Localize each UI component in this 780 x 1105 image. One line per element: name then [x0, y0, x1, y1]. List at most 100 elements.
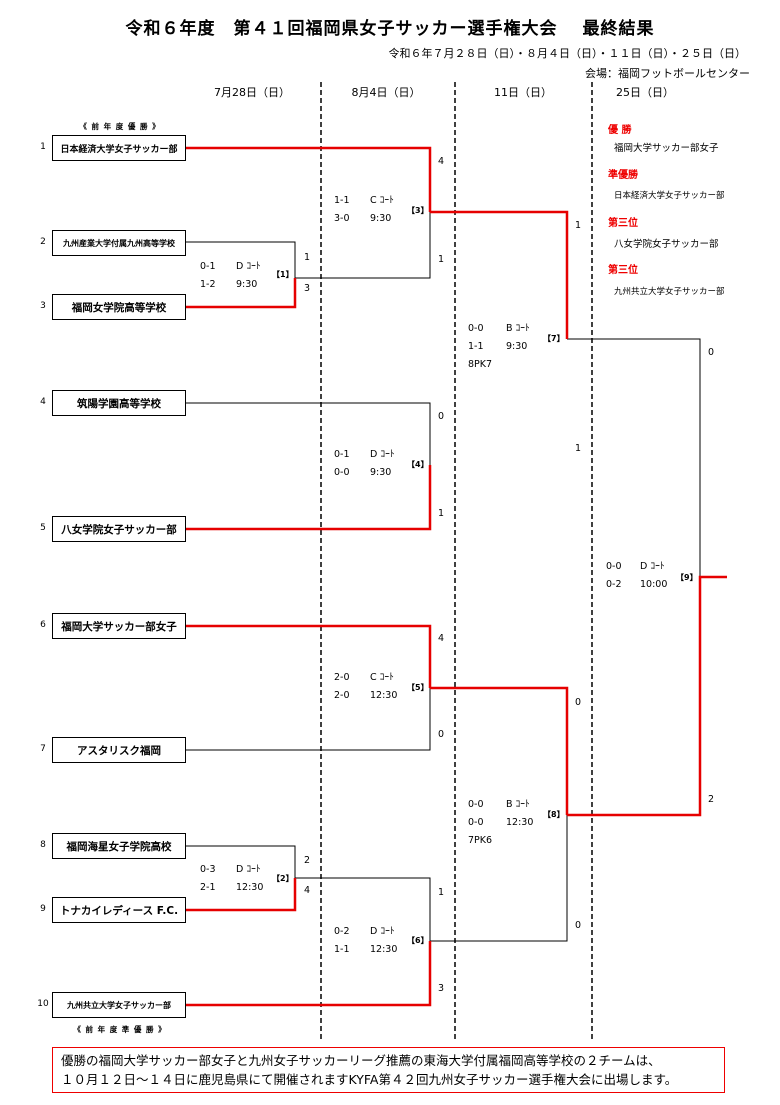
- team-box: 福岡大学サッカー部女子: [52, 613, 186, 639]
- match-2-info: D ｺｰﾄ 12:30: [236, 861, 263, 897]
- result-label: 第三位: [608, 265, 638, 276]
- match-number: 【3】: [407, 206, 429, 215]
- match-score-top: 2: [304, 855, 311, 866]
- match-score-top: 1: [438, 887, 445, 898]
- team-seed: 2: [40, 237, 46, 247]
- half-score: 0-1: [200, 261, 216, 272]
- match-3-score: 1-1 3-0: [334, 192, 350, 228]
- match-score-bottom: 3: [304, 283, 311, 294]
- team-seed: 3: [40, 301, 46, 311]
- match-6-score: 0-2 1-1: [334, 923, 350, 959]
- team-box: 九州産業大学付属九州高等学校: [52, 230, 186, 256]
- match-score-top: 4: [438, 156, 445, 167]
- half-score: 0-1: [334, 449, 350, 460]
- match-9-score: 0-0 0-2: [606, 558, 622, 594]
- half-score: 0-0: [334, 467, 350, 478]
- kickoff: 9:30: [506, 341, 528, 352]
- half-score: 0-0: [468, 817, 484, 828]
- court: D ｺｰﾄ: [236, 864, 261, 875]
- court: D ｺｰﾄ: [640, 561, 665, 572]
- result-label: 第三位: [608, 218, 638, 229]
- match-score-top: 0: [438, 411, 445, 422]
- half-score: 0-3: [200, 864, 216, 875]
- team-seed: 7: [40, 744, 46, 754]
- match-number: 【2】: [272, 874, 294, 883]
- match-7-info: B ｺｰﾄ 9:30: [506, 320, 530, 356]
- court: B ｺｰﾄ: [506, 323, 530, 334]
- match-score-bottom: 0: [438, 729, 445, 740]
- match-score-top: 4: [438, 633, 445, 644]
- footer-note: 優勝の福岡大学サッカー部女子と九州女子サッカーリーグ推薦の東海大学付属福岡高等学…: [52, 1047, 725, 1093]
- result-team: 八女学院女子サッカー部: [614, 239, 719, 250]
- half-score: 1-1: [468, 341, 484, 352]
- match-1-info: D ｺｰﾄ 9:30: [236, 258, 261, 294]
- kickoff: 12:30: [370, 690, 398, 701]
- team-seed: 5: [40, 523, 46, 533]
- bracket-line: [186, 688, 431, 751]
- match-8-info: B ｺｰﾄ 12:30: [506, 796, 533, 832]
- half-score: 1-1: [334, 195, 350, 206]
- team-seed: 1: [40, 142, 46, 152]
- footer-line: 優勝の福岡大学サッカー部女子と九州女子サッカーリーグ推薦の東海大学付属福岡高等学…: [61, 1053, 661, 1068]
- winner-line: [186, 465, 432, 531]
- half-score: 2-0: [334, 672, 350, 683]
- kickoff: 12:30: [236, 882, 264, 893]
- half-score: 1-2: [200, 279, 216, 290]
- winner-line: [186, 278, 297, 309]
- half-score: 2-1: [200, 882, 216, 893]
- team-box: 八女学院女子サッカー部: [52, 516, 186, 542]
- winner-line: [186, 146, 432, 212]
- match-score-bottom: 4: [304, 885, 311, 896]
- result-team: 福岡大学サッカー部女子: [614, 143, 719, 154]
- court: C ｺｰﾄ: [370, 195, 394, 206]
- bracket-line: [567, 338, 701, 577]
- team-box: トナカイレディース F.C.: [52, 897, 186, 923]
- team-seed: 9: [40, 904, 46, 914]
- court: B ｺｰﾄ: [506, 799, 530, 810]
- bracket-line: [295, 212, 431, 279]
- match-6-info: D ｺｰﾄ 12:30: [370, 923, 397, 959]
- match-score-top: 0: [575, 697, 582, 708]
- kickoff: 10:00: [640, 579, 668, 590]
- match-number: 【6】: [407, 936, 429, 945]
- match-9-info: D ｺｰﾄ 10:00: [640, 558, 667, 594]
- kickoff: 12:30: [370, 944, 398, 955]
- match-score-bottom: 1: [438, 254, 445, 265]
- team-seed: 4: [40, 397, 46, 407]
- half-score: 0-0: [468, 799, 484, 810]
- result-label: 準優勝: [608, 170, 638, 181]
- prev-runnerup-note: 《 前 年 度 準 優 勝 》: [73, 1025, 167, 1034]
- team-box: 日本経済大学女子サッカー部: [52, 135, 186, 161]
- kickoff: 9:30: [370, 213, 392, 224]
- round-date: 7月28日（日）: [214, 86, 290, 99]
- half-score: 2-0: [334, 690, 350, 701]
- footer-line: １０月１２日～１４日に鹿児島県にて開催されますKYFA第４２回九州女子サッカー選…: [61, 1072, 678, 1087]
- half-score: 0-2: [334, 926, 350, 937]
- team-box: 福岡海星女子学院高校: [52, 833, 186, 859]
- team-seed: 8: [40, 840, 46, 850]
- team-seed: 6: [40, 620, 46, 630]
- match-3-info: C ｺｰﾄ 9:30: [370, 192, 394, 228]
- half-score: 0-2: [606, 579, 622, 590]
- match-score-top: 1: [575, 220, 582, 231]
- match-5-score: 2-0 2-0: [334, 669, 350, 705]
- match-score-bottom: 0: [575, 920, 582, 931]
- half-score: 1-1: [334, 944, 350, 955]
- match-number: 【8】: [543, 810, 565, 819]
- team-box: アスタリスク福岡: [52, 737, 186, 763]
- half-score: 3-0: [334, 213, 350, 224]
- round-date: 8月4日（日）: [351, 86, 421, 99]
- pk-score: 8PK7: [468, 359, 493, 370]
- result-team: 日本経済大学女子サッカー部: [614, 191, 725, 201]
- match-score-top: 0: [708, 347, 715, 358]
- prev-winner-note: 《 前 年 度 優 勝 》: [79, 122, 161, 131]
- tournament-dates: 令和６年７月２８日（日）・８月４日（日）・１１日（日）・２５日（日）: [388, 47, 747, 60]
- bracket-line: [186, 241, 296, 278]
- venue: 会場：福岡フットボールセンター: [585, 67, 750, 80]
- winner-line: [186, 941, 432, 1007]
- winner-line: [186, 878, 297, 912]
- match-number: 【1】: [272, 270, 294, 279]
- winner-line: [430, 686, 569, 815]
- bracket-line: [430, 815, 568, 942]
